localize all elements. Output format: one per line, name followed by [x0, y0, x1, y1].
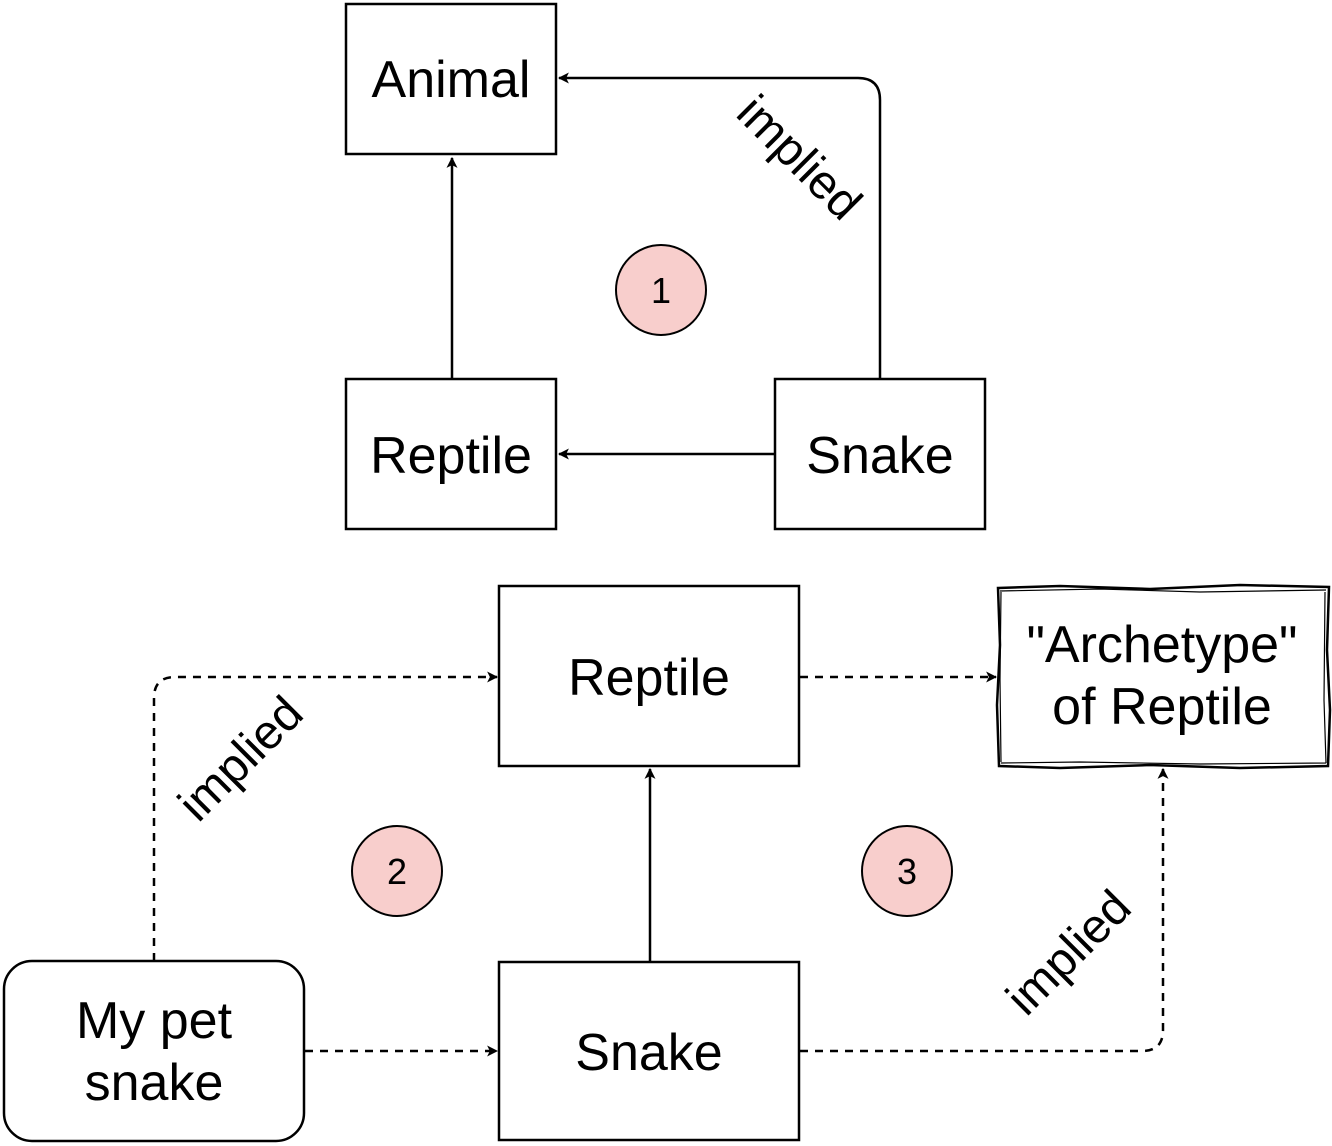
badge-1-label: 1 — [651, 270, 671, 311]
node-snake-top-label: Snake — [806, 427, 953, 485]
node-archetype-label-line2: of Reptile — [1052, 678, 1272, 736]
node-snake-bottom-label: Snake — [575, 1024, 722, 1082]
node-reptile-top[interactable]: Reptile — [344, 377, 558, 531]
node-snake-bottom[interactable]: Snake — [497, 960, 801, 1142]
edge-label-pet-reptile: implied — [169, 687, 314, 832]
node-reptile-bottom[interactable]: Reptile — [497, 584, 801, 768]
badge-2: 2 — [351, 825, 443, 917]
node-reptile-top-label: Reptile — [370, 427, 532, 485]
node-animal[interactable]: Animal — [344, 2, 558, 156]
node-snake-top[interactable]: Snake — [773, 377, 987, 531]
badge-3: 3 — [861, 825, 953, 917]
badge-3-label: 3 — [897, 851, 917, 892]
node-my-pet-label-line2: snake — [85, 1054, 224, 1112]
node-archetype-of-reptile[interactable]: "Archetype" of Reptile — [995, 583, 1332, 770]
edge-label-snake-animal: implied — [726, 86, 871, 231]
edge-snake-to-archetype-implied — [800, 767, 1169, 1053]
node-my-pet-label-line1: My pet — [76, 992, 233, 1050]
edge-snake-to-animal-implied — [557, 72, 882, 379]
node-reptile-bottom-label: Reptile — [568, 649, 730, 707]
node-my-pet-snake[interactable]: My pet snake — [2, 959, 306, 1143]
badge-1: 1 — [615, 244, 707, 336]
badge-2-label: 2 — [387, 851, 407, 892]
node-archetype-label-line1: "Archetype" — [1026, 616, 1297, 674]
node-animal-label: Animal — [372, 51, 531, 109]
edge-label-snake-archetype: implied — [997, 881, 1142, 1026]
